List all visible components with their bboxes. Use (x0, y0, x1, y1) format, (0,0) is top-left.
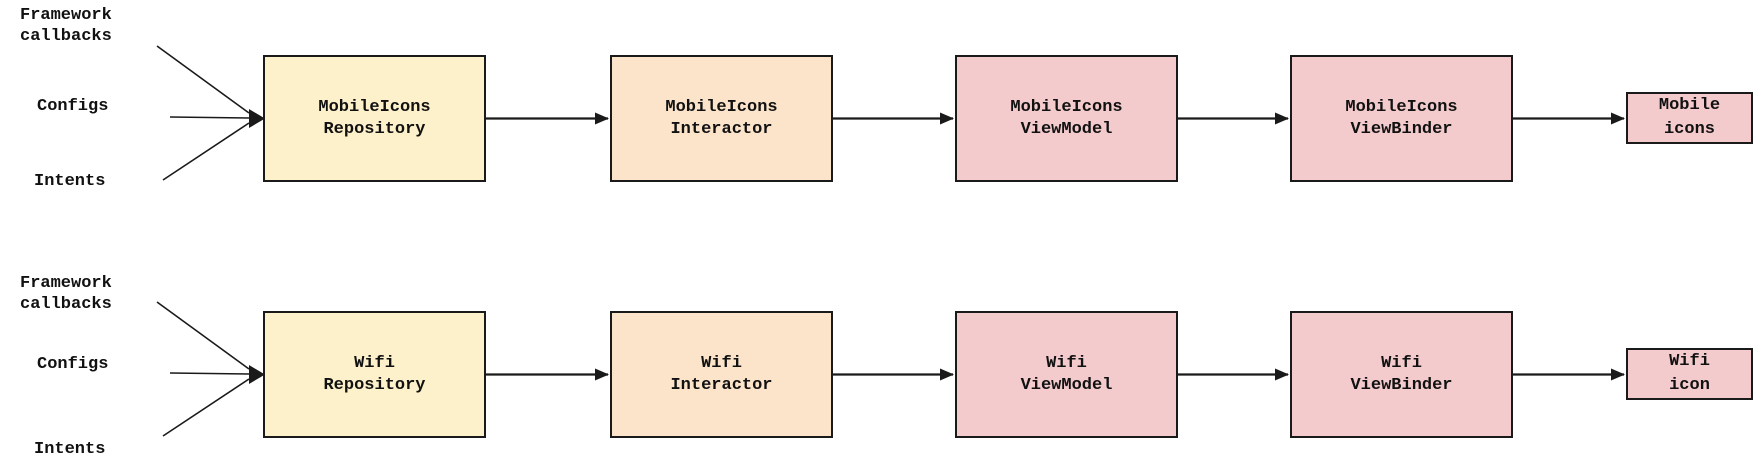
box-mobile-icons-output: Mobile icons (1626, 92, 1753, 144)
input-label-configs: Configs (37, 355, 109, 374)
input-label-configs: Configs (37, 97, 109, 116)
box-mobileicons-repository: MobileIcons Repository (263, 55, 486, 182)
converge-arrowhead-icon (249, 365, 265, 384)
box-wifi-repository: Wifi Repository (263, 311, 486, 438)
input-label-intents: Intents (34, 440, 106, 459)
row1-input-lines (156, 45, 265, 181)
input-line-configs (169, 372, 250, 375)
input-label-intents: Intents (34, 172, 106, 191)
input-line-intents (162, 378, 250, 437)
row2-input-lines (156, 301, 265, 437)
input-line-configs (169, 116, 250, 119)
input-line-framework-callbacks (156, 301, 250, 370)
input-label-framework-callbacks: Framework callbacks (20, 274, 112, 314)
input-label-framework-callbacks: Framework callbacks (20, 6, 112, 46)
box-wifi-viewbinder: Wifi ViewBinder (1290, 311, 1513, 438)
input-line-framework-callbacks (156, 45, 250, 114)
box-mobileicons-interactor: MobileIcons Interactor (610, 55, 833, 182)
box-mobileicons-viewmodel: MobileIcons ViewModel (955, 55, 1178, 182)
box-wifi-viewmodel: Wifi ViewModel (955, 311, 1178, 438)
box-wifi-interactor: Wifi Interactor (610, 311, 833, 438)
box-wifi-icon-output: Wifi icon (1626, 348, 1753, 400)
input-line-intents (162, 122, 250, 181)
converge-arrowhead-icon (249, 109, 265, 128)
box-mobileicons-viewbinder: MobileIcons ViewBinder (1290, 55, 1513, 182)
